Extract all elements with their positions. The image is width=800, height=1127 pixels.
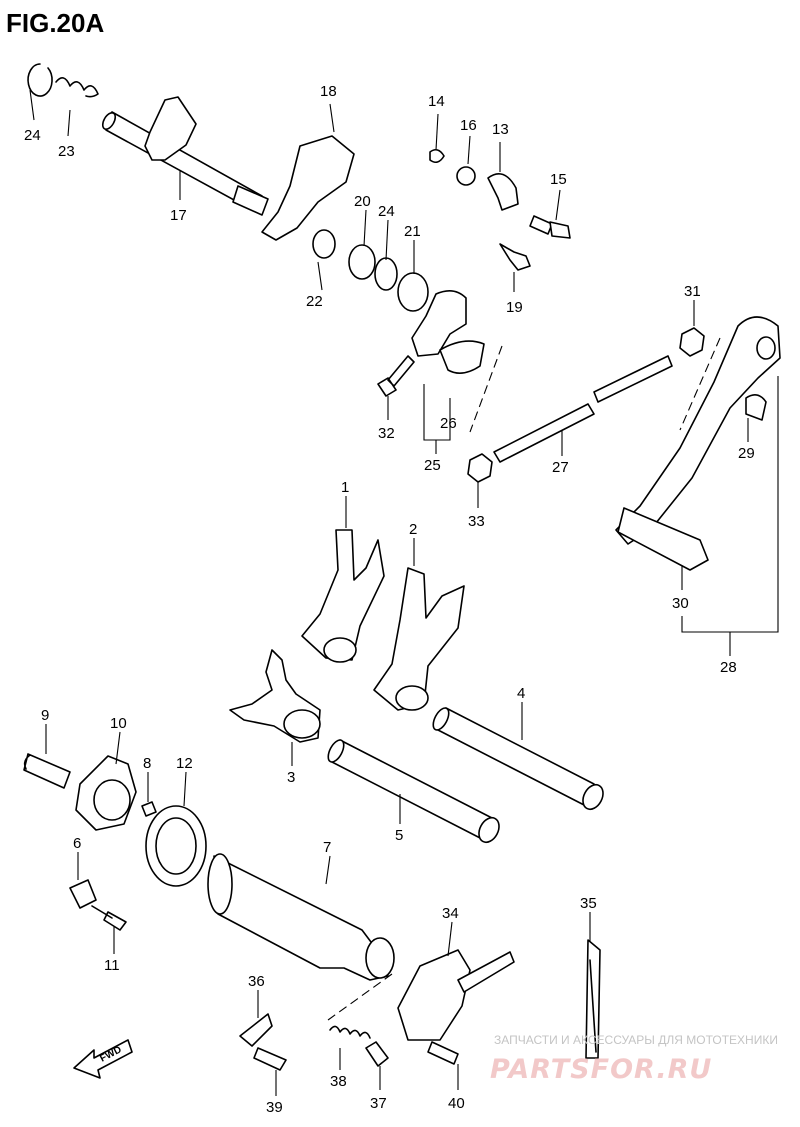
callout-31: 31 <box>684 283 701 300</box>
callout-34: 34 <box>442 905 459 922</box>
callout-13: 13 <box>492 121 509 138</box>
callout-32: 32 <box>378 425 395 442</box>
nut-33 <box>467 453 493 483</box>
washer-20 <box>348 244 376 280</box>
callout-28: 28 <box>720 659 737 676</box>
callout-4: 4 <box>517 685 525 702</box>
washer-22 <box>312 229 336 259</box>
clip-35 <box>585 939 601 1059</box>
callout-18: 18 <box>320 83 337 100</box>
alignment-line-upper <box>469 345 503 433</box>
stopper-13 <box>487 172 519 211</box>
gearshift-cam-7 <box>207 853 395 981</box>
callout-17: 17 <box>170 207 187 224</box>
gearshift-lever-28 <box>615 316 781 545</box>
shift-shaft-17 <box>101 96 269 216</box>
callout-1: 1 <box>341 479 349 496</box>
shift-fork-2 <box>373 567 465 711</box>
callout-7: 7 <box>323 839 331 856</box>
pin-9 <box>23 753 71 789</box>
alignment-line-lever <box>679 337 721 431</box>
plate-6 <box>69 879 97 909</box>
watermark-logo: PARTSFOR.RU <box>490 1054 712 1085</box>
shift-lever-26 <box>411 290 485 374</box>
bearing-12 <box>145 805 207 887</box>
oil-seal-21 <box>397 272 429 312</box>
callout-21: 21 <box>404 223 421 240</box>
circlip-24 <box>27 63 53 97</box>
callout-19: 19 <box>506 299 523 316</box>
callout-20: 20 <box>354 193 371 210</box>
plate-36 <box>239 1013 273 1047</box>
callout-26: 26 <box>440 415 457 432</box>
callout-36: 36 <box>248 973 265 990</box>
watermark-caption: ЗАПЧАСТИ И АКСЕССУАРЫ ДЛЯ МОТОТЕХНИКИ <box>494 1033 778 1047</box>
watermark: ЗАПЧАСТИ И АКСЕССУАРЫ ДЛЯ МОТОТЕХНИКИ PA… <box>490 1033 778 1085</box>
shift-fork-3 <box>229 649 321 743</box>
shift-cam-driven-gear-34 <box>397 949 515 1041</box>
callout-16: 16 <box>460 117 477 134</box>
screw-11 <box>91 905 127 931</box>
callout-25: 25 <box>424 457 441 474</box>
pin-8 <box>141 801 157 817</box>
callout-22: 22 <box>306 293 323 310</box>
spring-38 <box>329 1025 371 1039</box>
callout-9: 9 <box>41 707 49 724</box>
callout-35: 35 <box>580 895 597 912</box>
callout-24b: 24 <box>378 203 395 220</box>
footpeg-rubber-30 <box>617 507 709 571</box>
callout-2: 2 <box>409 521 417 538</box>
circlip-24b <box>374 257 398 291</box>
callout-10: 10 <box>110 715 127 732</box>
fork-shaft-4 <box>432 707 604 811</box>
callout-numbers: 24 23 17 18 14 16 13 15 19 20 24 21 22 3… <box>24 83 755 1116</box>
callout-27: 27 <box>552 459 569 476</box>
callout-37: 37 <box>370 1095 387 1112</box>
alignment-line-lower <box>327 973 393 1021</box>
callout-14: 14 <box>428 93 445 110</box>
callout-33: 33 <box>468 513 485 530</box>
washer-16 <box>456 166 476 186</box>
cam-stopper-10 <box>75 755 137 831</box>
tie-rod-27 <box>493 355 673 463</box>
clip-14 <box>429 148 445 164</box>
pin-19 <box>499 243 531 271</box>
spring-23 <box>55 77 99 98</box>
shift-fork-1 <box>301 529 385 663</box>
callout-5: 5 <box>395 827 403 844</box>
pawl-37 <box>365 1041 389 1067</box>
callout-6: 6 <box>73 835 81 852</box>
screw-39 <box>253 1047 287 1071</box>
callout-8: 8 <box>143 755 151 772</box>
callout-11: 11 <box>104 957 120 974</box>
callout-3: 3 <box>287 769 295 786</box>
callout-30: 30 <box>672 595 689 612</box>
bolt-40 <box>427 1041 459 1065</box>
leader-lines <box>29 89 779 1096</box>
callout-23: 23 <box>58 143 75 160</box>
bolt-15 <box>529 215 571 239</box>
callout-29: 29 <box>738 445 755 462</box>
nut-31 <box>679 327 705 357</box>
callout-24: 24 <box>24 127 41 144</box>
fork-shaft-5 <box>327 739 500 844</box>
callout-15: 15 <box>550 171 567 188</box>
bolt-32 <box>377 355 415 397</box>
callout-12: 12 <box>176 755 193 772</box>
figure-title: FIG.20A <box>6 8 104 38</box>
callout-39: 39 <box>266 1099 283 1116</box>
callout-40: 40 <box>448 1095 465 1112</box>
fwd-arrow-icon: FWD <box>73 1039 133 1079</box>
callout-38: 38 <box>330 1073 347 1090</box>
shift-arm-18 <box>261 135 355 241</box>
